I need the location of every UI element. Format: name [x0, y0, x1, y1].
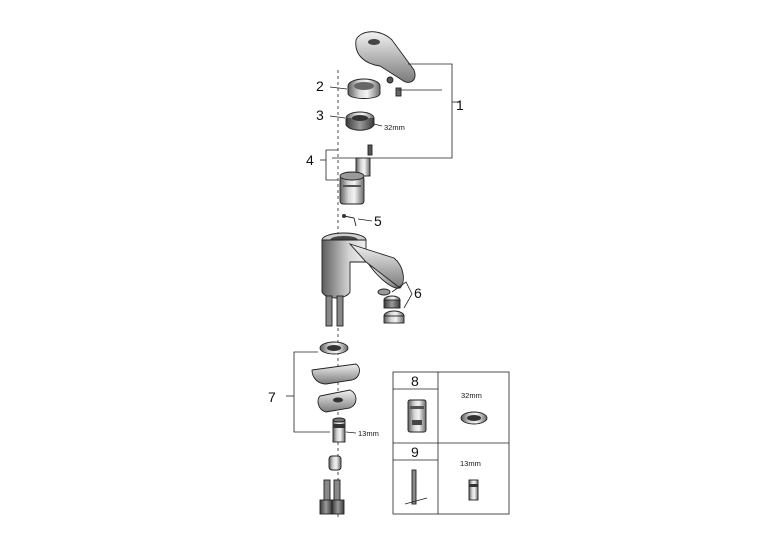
callout-number-1: 1 — [456, 97, 464, 113]
lever-handle-part — [355, 31, 416, 97]
spare-hose-dimension-label: 13mm — [460, 459, 481, 468]
mounting-set-part — [311, 341, 360, 443]
spare-tool-drawing — [404, 469, 428, 505]
callout-1-bracket — [332, 63, 460, 159]
spare-hose-fitting-drawing — [468, 479, 479, 501]
retaining-pin-part — [342, 214, 357, 227]
callout-number-4: 4 — [306, 152, 314, 168]
cartridge-nut-part — [345, 111, 375, 131]
faucet-body-part — [321, 232, 404, 299]
callout-6-bracket — [391, 281, 413, 309]
callout-number-6: 6 — [414, 285, 422, 301]
hose-fittings-part — [319, 455, 345, 515]
aerator-part — [377, 288, 405, 324]
supply-hoses — [325, 295, 344, 327]
callout-7-bracket — [286, 351, 330, 433]
spare-parts-box — [392, 371, 510, 515]
spare-part-number-8: 8 — [411, 373, 419, 389]
callout-number-2: 2 — [316, 78, 324, 94]
spare-nut-dimension-label: 32mm — [461, 391, 482, 400]
spare-nut-drawing — [460, 411, 488, 425]
nut-dimension-label: 32mm — [384, 123, 405, 132]
spare-cartridge-drawing — [407, 399, 427, 433]
spare-part-number-9: 9 — [411, 444, 419, 460]
callout-number-3: 3 — [316, 107, 324, 123]
hose-dimension-label: 13mm — [358, 429, 379, 438]
callout-number-5: 5 — [374, 213, 382, 229]
callout-number-7: 7 — [268, 389, 276, 405]
callout-4-bracket — [320, 149, 338, 181]
cartridge-part — [339, 144, 373, 205]
cover-cap-part — [347, 78, 381, 99]
